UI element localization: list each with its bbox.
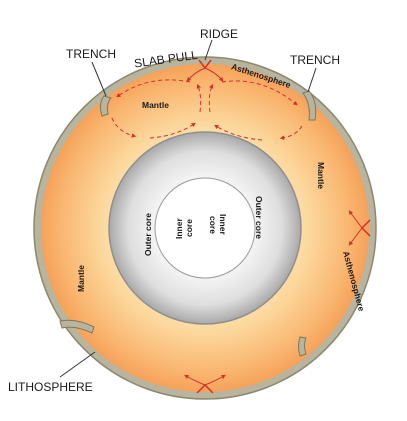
convection-arrows-right-cell (208, 80, 303, 141)
lithosphere-label: LITHOSPHERE (8, 380, 93, 394)
trench-slab-lower-left (59, 319, 95, 334)
outer-core-left-label: Outer core (143, 213, 153, 256)
inner-core-layer (154, 177, 256, 279)
inner-core-label-line1-right: Inner (218, 214, 228, 235)
inner-core-label-line1-left: Inner (174, 218, 184, 239)
mantle-right-label: Mantle (316, 162, 326, 189)
inner-core-label-line2-left: core (184, 219, 194, 237)
ridge-bottom-marker (184, 374, 226, 394)
trench-right-leader-line (307, 67, 317, 93)
ridge-right-marker (348, 210, 371, 246)
ridge-leader-line (204, 39, 213, 61)
lithosphere-leader-line (59, 351, 96, 378)
trench-slab-lower-right (298, 336, 307, 357)
mantle-left-label: Mantle (76, 265, 86, 292)
ridge-label: RIDGE (200, 27, 238, 41)
ridge-top-marker (186, 59, 224, 82)
trench-right-label: TRENCH (290, 53, 340, 67)
mantle-top-label: Mantle (142, 100, 169, 110)
outer-core-right-label: Outer core (254, 196, 264, 239)
inner-core-label-line2-right: core (208, 216, 218, 234)
trench-left-label: TRENCH (66, 47, 116, 61)
convection-arrows-left-cell (111, 79, 202, 139)
trench-slab-left (99, 95, 112, 117)
trench-slab-right (302, 90, 317, 121)
trench-left-leader-line (91, 61, 107, 97)
